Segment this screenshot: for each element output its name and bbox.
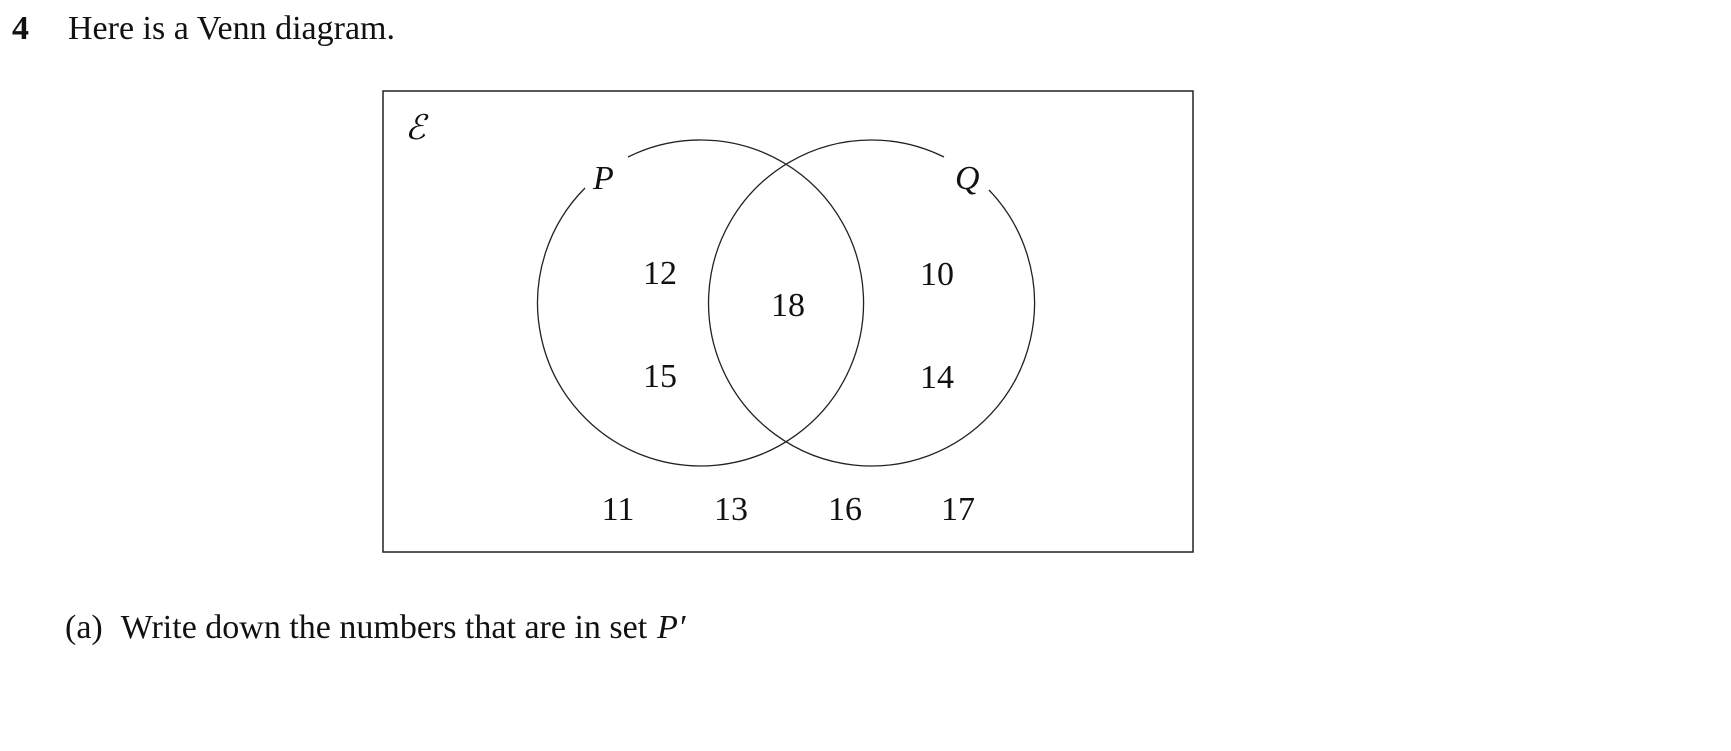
universal-set-symbol: ℰ [405,110,429,147]
outside-value: 16 [828,491,862,528]
p-only-value: 15 [643,358,677,395]
part-a-text: Write down the numbers that are in set [120,609,648,646]
outside-value: 13 [714,491,748,528]
q-only-value: 14 [920,359,954,396]
set-p-label: P [592,160,614,197]
part-a-set: P′ [657,609,686,646]
q-only-value: 10 [920,256,954,293]
set-p-circle [536,139,865,467]
part-a-label: (a) [65,609,103,646]
universal-set-box [382,90,1194,553]
part-a-prompt: (a) Write down the numbers that are in se… [65,609,685,647]
question-number: 4 [12,10,29,47]
p-only-value: 12 [643,255,677,292]
question-text: Here is a Venn diagram. [68,10,395,47]
intersection-value: 18 [771,287,805,324]
outside-value: 17 [941,491,975,528]
outside-value: 11 [602,491,635,528]
set-q-circle [707,139,1036,467]
set-q-label: Q [955,160,980,197]
